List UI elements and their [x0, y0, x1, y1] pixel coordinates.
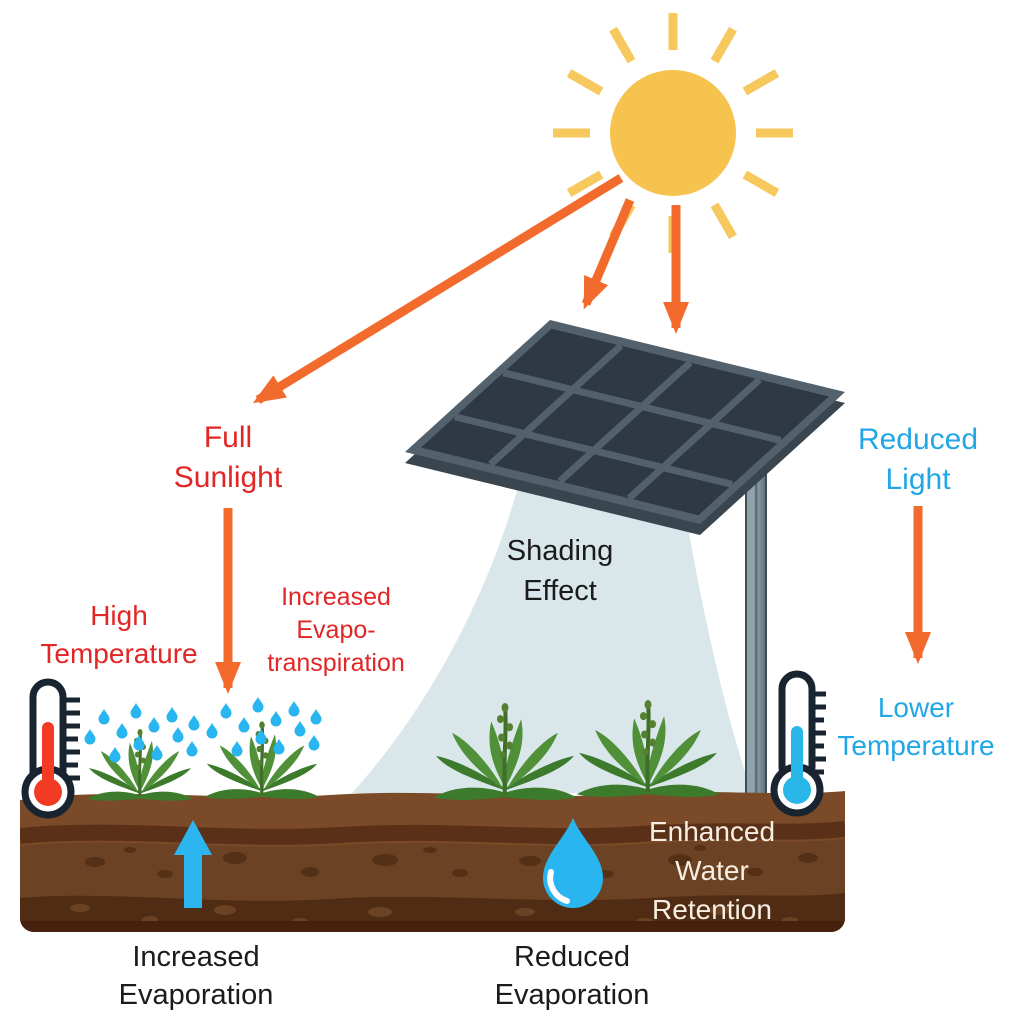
full-sunlight-label: Full Sunlight	[173, 421, 283, 494]
enhanced-water-retention-label: Enhanced Water Retention	[648, 816, 776, 925]
lower-temperature-label: Lower Temperature	[837, 692, 995, 761]
evaporation-up-arrow-icon	[174, 820, 212, 908]
thermometer-hot-icon	[21, 678, 80, 819]
high-temperature-label: High Temperature	[40, 600, 198, 669]
shading-effect-label: Shading Effect	[506, 535, 614, 607]
panel-pole	[745, 467, 767, 805]
sun-icon	[553, 13, 793, 253]
water-drop-icon	[543, 818, 603, 908]
solar-panel-icon	[405, 320, 845, 535]
sunlight-arrow-icon	[215, 174, 931, 694]
soil-cross-section	[20, 791, 845, 932]
increased-evaporation-label: Increased Evaporation	[118, 941, 274, 1011]
thermometer-cold-icon	[770, 670, 826, 817]
evapotranspiration-droplets-icon	[84, 697, 322, 763]
reduced-light-label: Reduced Light	[857, 423, 979, 496]
shade-cone	[352, 452, 752, 793]
increased-evapotranspiration-label: Increased Evapo- transpiration	[267, 583, 405, 677]
reduced-evaporation-label: Reduced Evaporation	[494, 941, 650, 1011]
